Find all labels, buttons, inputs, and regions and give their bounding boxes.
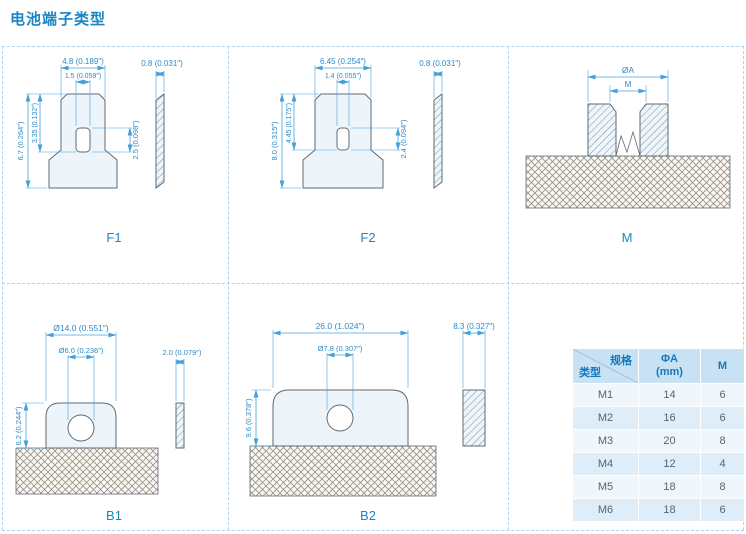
cell-phiA: 16: [638, 406, 701, 430]
b1-label: B1: [106, 508, 122, 523]
header-phiA-symbol: ΦA: [661, 353, 678, 365]
b2-dim-height: 9.6 (0.378″): [244, 398, 253, 437]
table-row: M2 16 6: [572, 406, 745, 430]
f2-front-view: [302, 93, 384, 189]
cell-phiA: 12: [638, 452, 701, 476]
table-row: M1 14 6: [572, 383, 745, 407]
cell-phiA: 18: [638, 475, 701, 499]
f1-dim-mid: 3.35 (0.132″): [32, 103, 39, 143]
cell-m: 6: [700, 498, 745, 522]
b2-dim-thickness: 8.3 (0.327″): [453, 322, 495, 331]
cell-phiA: 18: [638, 498, 701, 522]
b2-label: B2: [360, 508, 376, 523]
cell-type: M1: [572, 383, 639, 407]
b1-dim-outer: Ø14.0 (0.551″): [53, 323, 109, 333]
f1-dim-hole-width: 1.5 (0.059″): [65, 73, 101, 80]
f2-dim-height: 8.0 (0.315″): [270, 121, 279, 160]
cell-type: M5: [572, 475, 639, 499]
header-spec-type: 规格 类型: [572, 348, 639, 384]
grid-line-middle: [2, 283, 744, 284]
grid-line-v2: [508, 46, 509, 530]
b2-dimensions: 26.0 (1.024″) Ø7.8 (0.307″) 9.6 (0.378″)…: [244, 321, 495, 447]
f2-dim-hole-height: 2.4 (0.094″): [399, 119, 408, 158]
grid-line-right: [743, 46, 744, 530]
b1-dim-hole: Ø6.0 (0.236″): [59, 346, 104, 355]
header-phiA: ΦA (mm): [638, 348, 701, 384]
header-m: M: [700, 348, 745, 384]
f1-dimensions: 4.8 (0.189″) 1.5 (0.059″) 6.7 (0.264″) 3…: [16, 57, 183, 189]
f1-dim-width: 4.8 (0.189″): [62, 57, 104, 66]
table-row: M5 18 8: [572, 475, 745, 499]
cell-m: 6: [700, 383, 745, 407]
diagonal-divider: [573, 349, 638, 383]
grid-line-top: [2, 46, 744, 47]
b2-diagram: 26.0 (1.024″) Ø7.8 (0.307″) 9.6 (0.378″)…: [244, 321, 495, 497]
header-type: 类型: [579, 367, 601, 379]
table-row: M3 20 8: [572, 429, 745, 453]
m-dim-outer: ØA: [622, 65, 635, 75]
f1-dim-height: 6.7 (0.264″): [16, 121, 25, 160]
page-title: 电池端子类型: [10, 11, 107, 28]
b2-front-view: [272, 389, 409, 447]
f1-dim-hole-height: 2.5 (0.098″): [131, 120, 140, 159]
f1-dim-thickness: 0.8 (0.031″): [141, 59, 183, 68]
m-dim-inner: M: [625, 80, 632, 89]
m-insert: [587, 103, 669, 157]
f2-diagram: 6.45 (0.254″) 1.4 (0.055″) 8.0 (0.315″) …: [270, 57, 461, 189]
cell-m: 8: [700, 429, 745, 453]
cell-m: 4: [700, 452, 745, 476]
table-row: M4 12 4: [572, 452, 745, 476]
cell-phiA: 20: [638, 429, 701, 453]
f2-side-view: [433, 93, 443, 189]
cell-type: M2: [572, 406, 639, 430]
grid-line-v1: [228, 46, 229, 530]
b1-side-view: [175, 402, 185, 449]
f2-dimensions: 6.45 (0.254″) 1.4 (0.055″) 8.0 (0.315″) …: [270, 57, 461, 189]
grid-line-left: [2, 46, 3, 530]
cell-phiA: 14: [638, 383, 701, 407]
b1-dimensions: Ø14.0 (0.551″) Ø6.0 (0.236″) 6.2 (0.244″…: [14, 323, 202, 449]
b2-dim-hole: Ø7.8 (0.307″): [318, 344, 363, 353]
f1-diagram: 4.8 (0.189″) 1.5 (0.059″) 6.7 (0.264″) 3…: [16, 57, 183, 189]
m-diagram: ØA M: [525, 65, 731, 209]
f2-label: F2: [360, 230, 376, 245]
b2-side-view: [462, 389, 486, 447]
b2-ground: [249, 445, 437, 497]
f2-dim-hole-width: 1.4 (0.055″): [325, 73, 361, 80]
b1-dim-thickness: 2.0 (0.079″): [163, 348, 202, 357]
header-spec: 规格: [610, 355, 632, 367]
table-header-row: 规格 类型 ΦA (mm) M: [572, 348, 745, 384]
f1-front-view: [48, 93, 118, 189]
b1-dim-height: 6.2 (0.244″): [14, 406, 23, 445]
cell-m: 6: [700, 406, 745, 430]
b1-diagram: Ø14.0 (0.551″) Ø6.0 (0.236″) 6.2 (0.244″…: [14, 323, 202, 495]
f2-dim-thickness: 0.8 (0.031″): [419, 59, 461, 68]
terminal-spec-table: 规格 类型 ΦA (mm) M M1 14 6 M2 16 6 M3 20 8 …: [572, 348, 745, 522]
m-ground: [525, 155, 731, 209]
b2-dim-width: 26.0 (1.024″): [316, 321, 365, 331]
m-label: M: [621, 230, 633, 245]
cell-m: 8: [700, 475, 745, 499]
f1-label: F1: [106, 230, 122, 245]
cell-type: M6: [572, 498, 639, 522]
grid-line-bottom: [2, 530, 744, 531]
f2-dim-width: 6.45 (0.254″): [320, 57, 366, 66]
f1-side-view: [155, 93, 165, 189]
cell-type: M4: [572, 452, 639, 476]
b1-front-view: [45, 402, 117, 449]
b1-ground: [15, 447, 159, 495]
table-row: M6 18 6: [572, 498, 745, 522]
cell-type: M3: [572, 429, 639, 453]
f2-dim-mid: 4.45 (0.175″): [286, 103, 293, 143]
m-dimensions: ØA M: [587, 65, 669, 102]
header-phiA-unit: (mm): [656, 366, 683, 378]
